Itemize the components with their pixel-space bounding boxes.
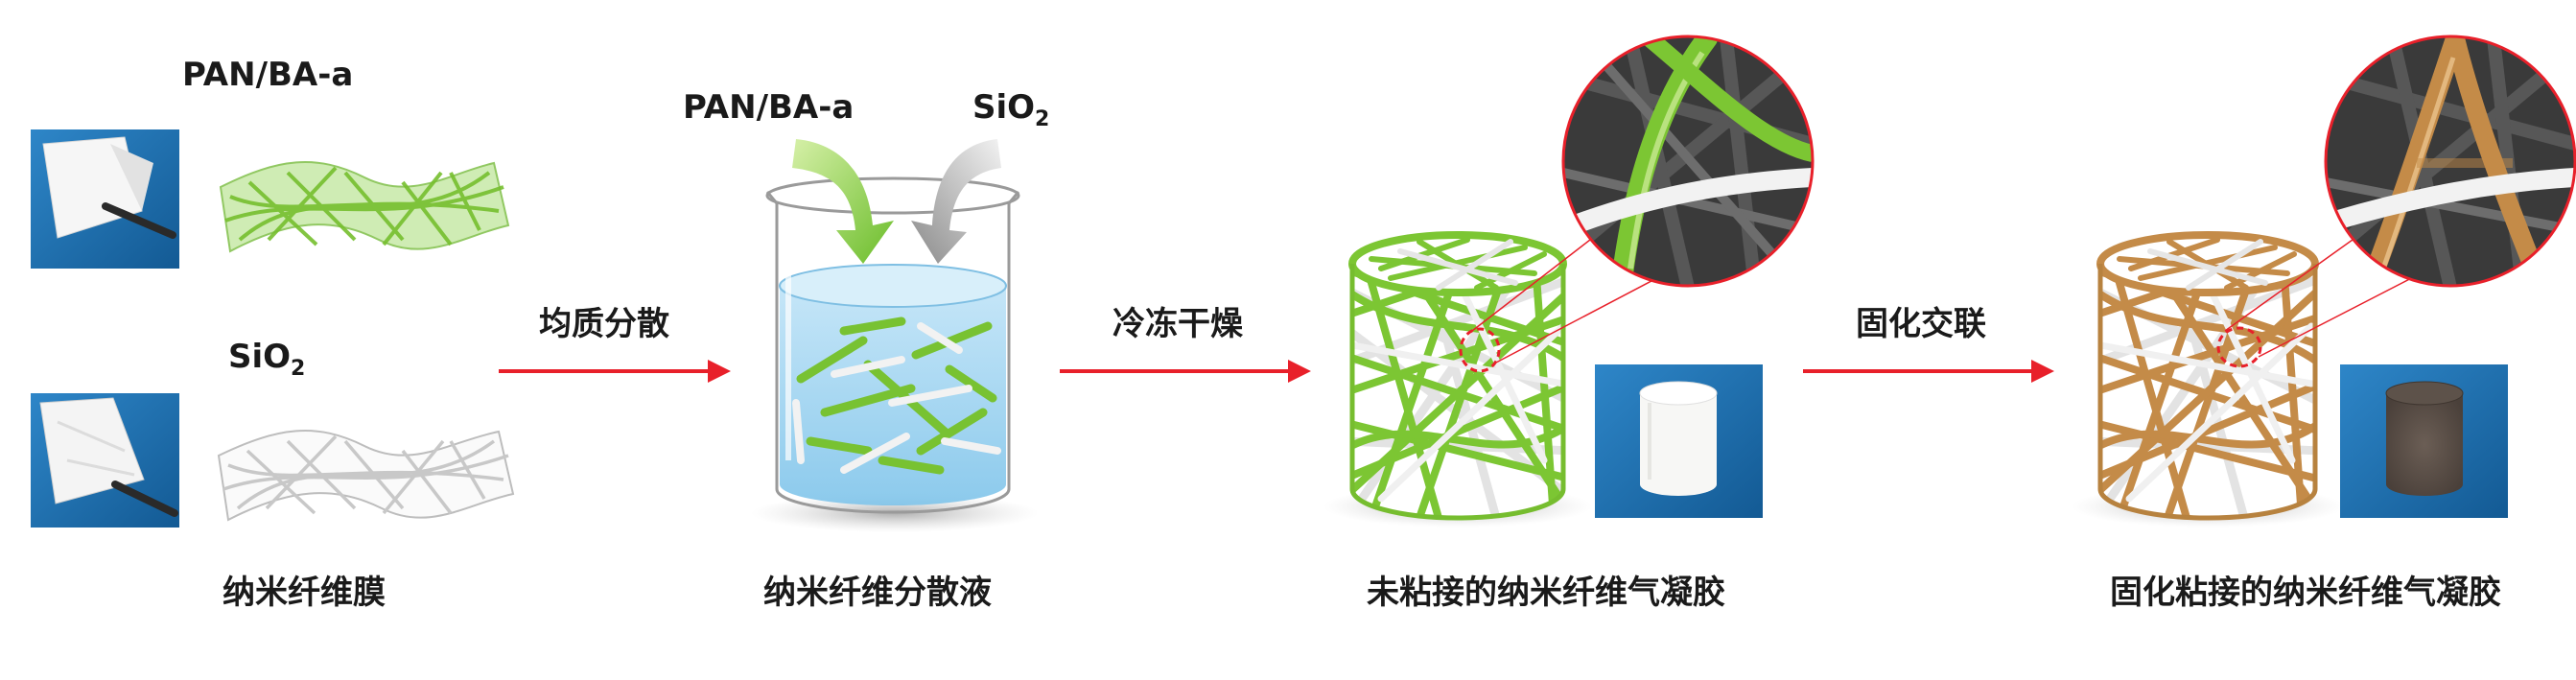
arrow-cure-crosslink — [1803, 360, 2054, 383]
label-pan-ba-a-membrane: PAN/BA-a — [182, 56, 354, 94]
beaker — [751, 176, 1039, 532]
label-homogenize: 均质分散 — [539, 305, 669, 343]
membrane-photo-sio2 — [31, 393, 179, 528]
green-pour-arrow — [792, 139, 894, 264]
label-sio2-pour-base: SiO — [972, 88, 1036, 127]
caption-dispersion: 纳米纤维分散液 — [763, 574, 992, 612]
bonded-aerogel-cylinder — [2072, 200, 2562, 528]
label-sio2-pour: SiO2 — [972, 88, 1049, 131]
label-freeze-dry: 冷冻干燥 — [1112, 305, 1243, 343]
arrow-freeze-dry — [1060, 360, 1311, 383]
sio2-membrane-illustration — [217, 430, 515, 522]
label-sio2-subscript: 2 — [291, 356, 306, 381]
label-sio2-pour-subscript: 2 — [1035, 106, 1050, 131]
bonded-aerogel-photo — [2340, 364, 2508, 518]
label-sio2-membrane: SiO2 — [228, 338, 305, 381]
pan-ba-a-membrane-illustration — [219, 161, 510, 253]
unbonded-aerogel-cylinder — [1323, 200, 1804, 528]
caption-bonded-aerogel: 固化粘接的纳米纤维气凝胶 — [2110, 574, 2501, 612]
label-cure-crosslink: 固化交联 — [1856, 305, 1986, 343]
caption-unbonded-aerogel: 未粘接的纳米纤维气凝胶 — [1367, 574, 1725, 612]
bonded-fiber-zoom-inset — [2326, 36, 2575, 286]
arrow-homogenize — [499, 360, 731, 383]
label-pan-ba-a-pour: PAN/BA-a — [683, 88, 855, 127]
gray-pour-arrow — [911, 139, 1001, 264]
membrane-photo-pan — [31, 129, 179, 269]
unbonded-fiber-zoom-inset — [1563, 36, 1813, 286]
unbonded-aerogel-photo — [1595, 364, 1763, 518]
label-sio2-base: SiO — [228, 338, 292, 376]
caption-membrane: 纳米纤维膜 — [222, 574, 386, 612]
